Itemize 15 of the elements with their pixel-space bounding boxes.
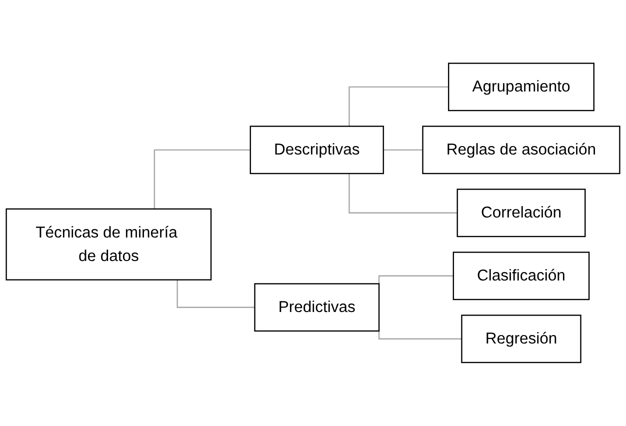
node-box: Predictivas [254, 283, 380, 332]
node-box: Regresión [461, 314, 582, 364]
connector [154, 149, 250, 210]
node-box: Clasificación [452, 252, 590, 300]
connector [382, 149, 423, 151]
node-box: Reglas de asociación [422, 126, 620, 174]
connector [378, 330, 462, 340]
connector [348, 174, 458, 214]
node-box: Agrupamiento [448, 62, 594, 112]
connector [348, 86, 449, 126]
connector [378, 275, 454, 285]
node-box: Correlación [456, 188, 586, 238]
connector [176, 280, 255, 308]
node-box: Descriptivas [250, 126, 384, 174]
node-box: Técnicas de minería de datos [6, 208, 212, 280]
